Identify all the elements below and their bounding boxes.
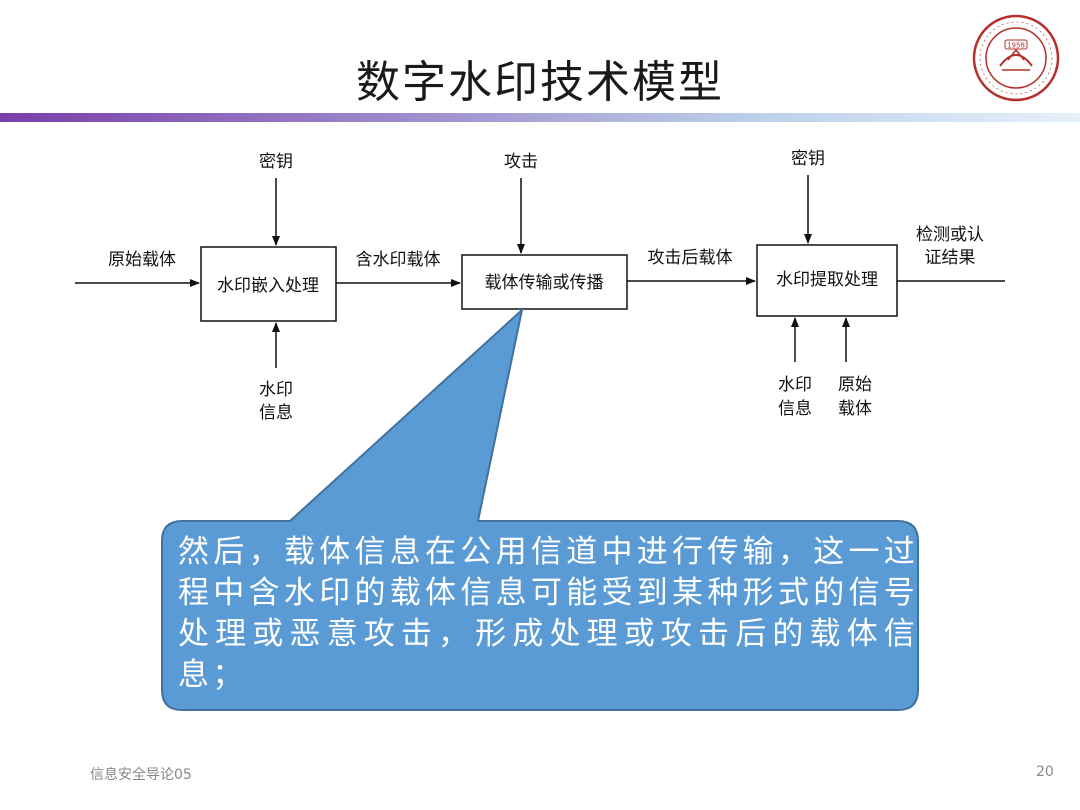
- box-embed: [200, 246, 337, 322]
- box-extract-label: 水印提取处理: [776, 270, 878, 290]
- page-number: 20: [1036, 764, 1054, 780]
- label-key-embed: 密钥: [259, 152, 293, 172]
- footer-course-name: 信息安全导论05: [90, 767, 192, 783]
- label-orig-line2: 载体: [838, 399, 872, 419]
- label-wm-info2-line2: 信息: [778, 399, 812, 419]
- logo-year: 1958: [1007, 42, 1025, 50]
- label-attack: 攻击: [504, 152, 538, 172]
- callout-text: 然后，载体信息在公用信道中进行传输，这一过程中含水印的载体信息可能受到某种形式的…: [178, 534, 918, 693]
- box-transmit: [461, 254, 628, 310]
- label-original-carrier: 原始载体: [108, 250, 176, 270]
- title-underline-bar: [0, 113, 1080, 122]
- label-result-line1: 检测或认: [916, 225, 984, 245]
- label-wm-info-line1: 水印: [259, 380, 293, 400]
- label-watermarked-carrier: 含水印载体: [356, 250, 441, 270]
- label-attacked-carrier: 攻击后载体: [648, 248, 733, 268]
- box-embed-label: 水印嵌入处理: [217, 276, 319, 296]
- label-result-line2: 证结果: [925, 248, 976, 268]
- slide-title: 数字水印技术模型: [356, 57, 724, 108]
- label-orig-line1: 原始: [838, 375, 872, 395]
- callout-bubble: [161, 307, 919, 711]
- label-wm-info2-line1: 水印: [778, 375, 812, 395]
- label-key-extract: 密钥: [791, 149, 825, 169]
- box-extract: [756, 244, 898, 317]
- label-wm-info-line2: 信息: [259, 403, 293, 423]
- box-transmit-label: 载体传输或传播: [485, 273, 604, 293]
- university-logo: 1958: [972, 14, 1060, 102]
